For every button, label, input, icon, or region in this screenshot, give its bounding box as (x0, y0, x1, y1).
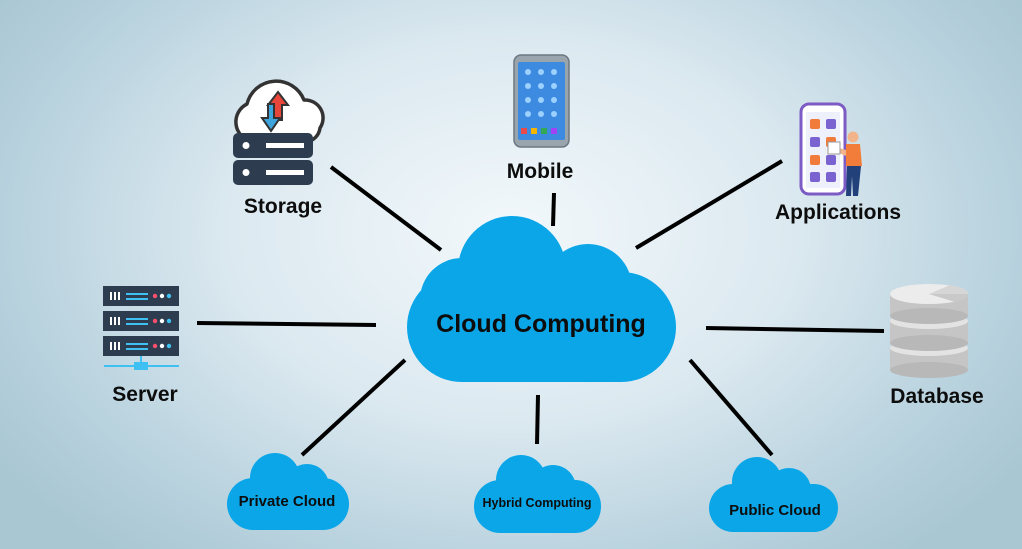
connector-storage (329, 165, 443, 252)
hybrid-computing-shape (474, 455, 601, 533)
connector-public-cloud (688, 358, 774, 457)
server-label: Server (112, 383, 178, 406)
mobile-phone-icon (513, 54, 570, 148)
mobile-label: Mobile (506, 160, 574, 183)
connector-database (705, 326, 885, 333)
connector-mobile (551, 192, 556, 227)
connector-applications (634, 159, 784, 250)
private-cloud-label: Private Cloud (238, 493, 336, 510)
server-rack-icon (103, 286, 179, 370)
applications-person-icon (799, 102, 862, 196)
connector-private-cloud (300, 358, 407, 457)
hybrid-computing-label: Hybrid Computing (482, 496, 592, 510)
public-cloud-label: Public Cloud (729, 502, 821, 519)
connector-hybrid-computing (535, 394, 540, 445)
connectors (196, 159, 885, 457)
storage-cloud-icon (233, 79, 325, 185)
connector-server (196, 321, 377, 327)
storage-label: Storage (243, 195, 323, 218)
database-cylinder-icon (890, 284, 969, 378)
public-cloud-shape (709, 457, 838, 532)
center-cloud (407, 216, 676, 382)
database-label: Database (890, 385, 984, 408)
applications-label: Applications (774, 201, 902, 224)
private-cloud-shape (227, 453, 349, 530)
center-label: Cloud Computing (436, 310, 646, 338)
